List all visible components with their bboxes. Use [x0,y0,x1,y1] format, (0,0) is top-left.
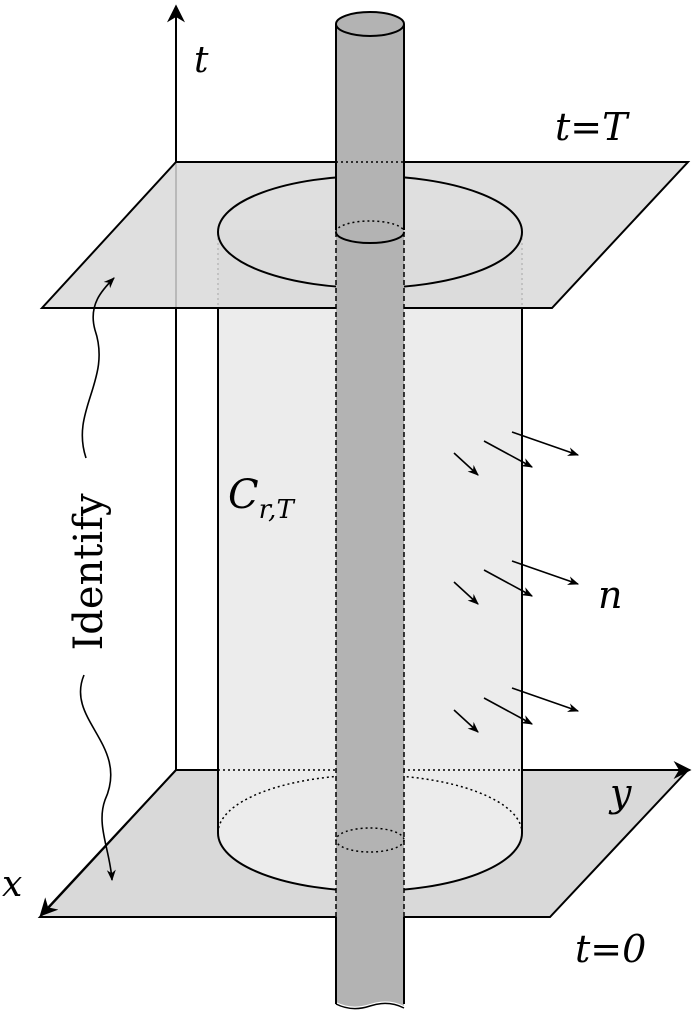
normal-arrow [483,569,533,597]
identify-label: Identify [66,493,112,651]
rod-broken-end [335,1002,405,1010]
normal-vectors [453,431,580,733]
x-axis-label: x [2,864,22,905]
bottom-plane-label: t=0 [575,927,646,971]
rod-top-cap [335,11,405,37]
normal-label: n [598,573,622,617]
rod [336,24,404,1007]
surface-label-subscript: r,T [259,495,296,525]
t-axis-label: t [194,40,209,81]
rod-top-section-front [335,231,405,244]
surface-label: Cr,T [228,472,295,525]
identify-arrow-bottom [79,674,116,882]
rod-bottom-section [335,827,405,853]
normal-arrow [511,687,580,712]
normal-arrow [483,697,533,725]
normal-arrow [483,440,533,468]
top-plane-label: t=T [555,105,630,149]
rod-top-section-back [335,220,405,233]
identify-arrow-top [81,277,115,459]
normal-arrow [453,581,479,605]
surface-label-main: C [228,472,259,518]
normal-arrow [511,431,580,456]
y-axis-label: y [608,771,632,815]
normal-arrow [511,560,580,585]
normal-arrow [453,452,479,476]
normal-arrow [453,709,479,733]
x-axis [39,769,177,917]
